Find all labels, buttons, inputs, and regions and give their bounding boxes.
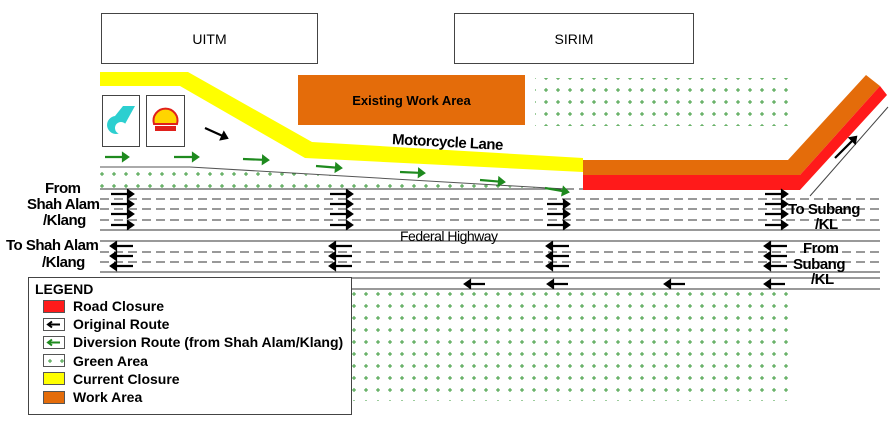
westbound-arrow-icon	[328, 250, 352, 262]
legend-label: Road Closure	[73, 298, 165, 315]
from-subang-label-3: /KL	[811, 271, 834, 288]
legend-item-green-area: Green Area	[43, 352, 351, 370]
eastbound-arrow-icon	[547, 208, 571, 220]
green-area-top	[535, 78, 790, 126]
from-shah-alam-label-2: Shah Alam	[27, 196, 100, 213]
from-shah-alam-label-3: /Klang	[43, 212, 86, 229]
westbound-arrow-icon	[545, 260, 569, 272]
green-area-swatch	[43, 354, 65, 368]
westbound-arrow-icon	[545, 250, 569, 262]
to-shah-alam-label-1: To Shah Alam	[6, 237, 99, 254]
eastbound-arrow-icon	[330, 208, 354, 220]
to-shah-alam-label-2: /Klang	[42, 254, 85, 271]
legend-label: Original Route	[73, 316, 170, 333]
from-subang-label-1: From	[803, 240, 839, 257]
diversion-arrow-icon	[399, 167, 426, 179]
from-shah-alam-label-1: From	[45, 180, 81, 197]
work-area-swatch	[43, 390, 65, 404]
eastbound-arrow-icon	[765, 219, 789, 231]
diversion-arrow-icon	[544, 185, 570, 197]
legend-label: Current Closure	[73, 370, 180, 387]
shell-station	[146, 95, 185, 147]
road-closure-band	[583, 86, 887, 190]
eastbound-arrow-icon	[330, 219, 354, 231]
westbound-arrow-icon	[328, 260, 352, 272]
to-subang-label-2: /KL	[815, 216, 838, 233]
diversion-arrow-icon	[105, 151, 130, 163]
eastbound-arrow-icon	[111, 188, 135, 200]
petronas-logo-icon	[107, 106, 135, 134]
eastbound-arrow-icon	[765, 198, 789, 210]
from-subang-label-2: Subang	[793, 256, 846, 273]
black-arrow-icon	[43, 317, 65, 331]
legend: LEGEND Road Closure Original Route Diver…	[28, 277, 352, 415]
westbound-arrow-icon	[763, 278, 785, 290]
existing-work-area: Existing Work Area	[298, 75, 525, 125]
westbound-arrow-icon	[545, 240, 569, 252]
eastbound-arrow-icon	[765, 188, 789, 200]
westbound-arrow-icon	[763, 240, 787, 252]
original-route-arrow-icon	[204, 126, 229, 141]
green-area-median	[100, 167, 565, 189]
westbound-arrow-icon	[763, 260, 787, 272]
westbound-arrow-icon	[463, 278, 485, 290]
eastbound-arrow-icon	[111, 208, 135, 220]
building-uitm: UITM	[101, 13, 318, 64]
legend-item-work-area: Work Area	[43, 388, 351, 406]
legend-label: Work Area	[73, 389, 143, 406]
green-area-bottom	[350, 291, 790, 401]
legend-item-current-closure: Current Closure	[43, 370, 351, 388]
green-arrow-icon	[43, 335, 65, 349]
eastbound-arrow-icon	[547, 198, 571, 210]
diversion-arrow-icon	[315, 161, 343, 174]
diversion-arrow-icon	[479, 175, 506, 188]
eastbound-arrow-icon	[330, 198, 354, 210]
legend-item-road-closure: Road Closure	[43, 297, 351, 315]
westbound-arrow-icon	[109, 240, 133, 252]
original-route-arrow-icon	[834, 135, 858, 159]
legend-label: Green Area	[73, 352, 148, 369]
petronas-station	[102, 95, 140, 147]
work-area-band	[583, 75, 880, 175]
to-subang-label-1: To Subang	[788, 201, 860, 218]
eastbound-arrow-icon	[330, 188, 354, 200]
legend-item-original-route: Original Route	[43, 315, 351, 333]
legend-title: LEGEND	[35, 281, 94, 297]
westbound-arrow-icon	[109, 250, 133, 262]
westbound-arrow-icon	[109, 260, 133, 272]
shell-logo-icon	[152, 107, 179, 131]
westbound-arrow-icon	[763, 250, 787, 262]
westbound-arrow-icon	[546, 278, 568, 290]
eastbound-arrow-icon	[111, 198, 135, 210]
eastbound-arrow-icon	[547, 219, 571, 231]
federal-highway-label: Federal Highway	[400, 228, 498, 244]
legend-label: Diversion Route (from Shah Alam/Klang)	[73, 334, 344, 351]
current-closure-swatch	[43, 372, 65, 386]
building-sirim: SIRIM	[454, 13, 694, 64]
diversion-arrow-icon	[242, 154, 270, 166]
legend-item-diversion-route: Diversion Route (from Shah Alam/Klang)	[43, 333, 351, 351]
diversion-arrow-icon	[174, 151, 200, 163]
westbound-arrow-icon	[663, 278, 685, 290]
current-closure-band	[100, 72, 583, 172]
road-closure-swatch	[43, 299, 65, 313]
westbound-arrow-icon	[328, 240, 352, 252]
eastbound-arrow-icon	[765, 208, 789, 220]
eastbound-arrow-icon	[111, 219, 135, 231]
